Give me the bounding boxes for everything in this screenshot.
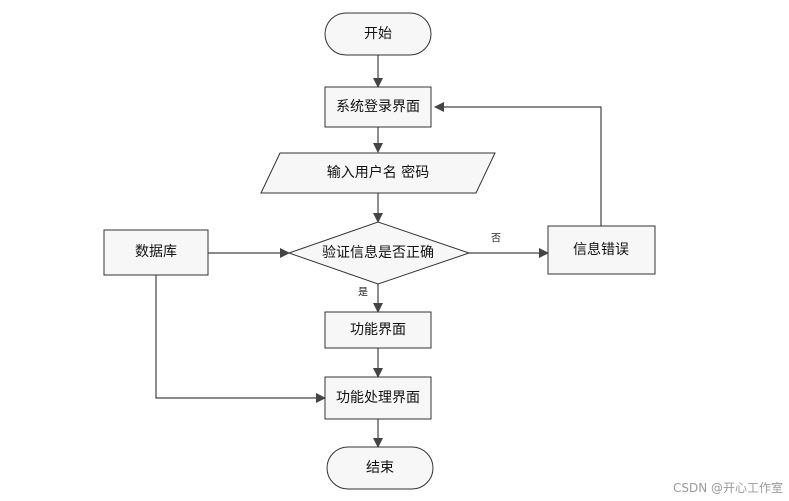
- error-box: [547, 225, 656, 275]
- edge-no-label: 否: [491, 233, 501, 245]
- database-box: [103, 229, 209, 276]
- start-label: 开始: [364, 26, 392, 42]
- func-process-label: 功能处理界面: [336, 390, 420, 406]
- edge-database-funcprocess: [155, 275, 326, 403]
- login-label: 系统登录界面: [336, 99, 420, 115]
- database-label: 数据库: [135, 244, 177, 260]
- error-label: 信息错误: [573, 241, 629, 258]
- func-ui-label: 功能界面: [350, 322, 406, 338]
- verify-diamond: [287, 221, 471, 285]
- input-parallelogram: [260, 152, 496, 194]
- start-terminator: [324, 12, 432, 56]
- input-label: 输入用户名 密码: [327, 164, 429, 181]
- login-box: [324, 86, 432, 128]
- end-label: 结束: [366, 460, 394, 476]
- func-ui-box: [324, 311, 432, 349]
- end-terminator: [326, 446, 434, 490]
- watermark-text: CSDN @开心工作室: [673, 480, 783, 495]
- func-process-box: [324, 376, 432, 420]
- edge-yes-label: 是: [358, 287, 368, 299]
- verify-label: 验证信息是否正确: [322, 244, 434, 261]
- edge-error-login: [434, 102, 602, 226]
